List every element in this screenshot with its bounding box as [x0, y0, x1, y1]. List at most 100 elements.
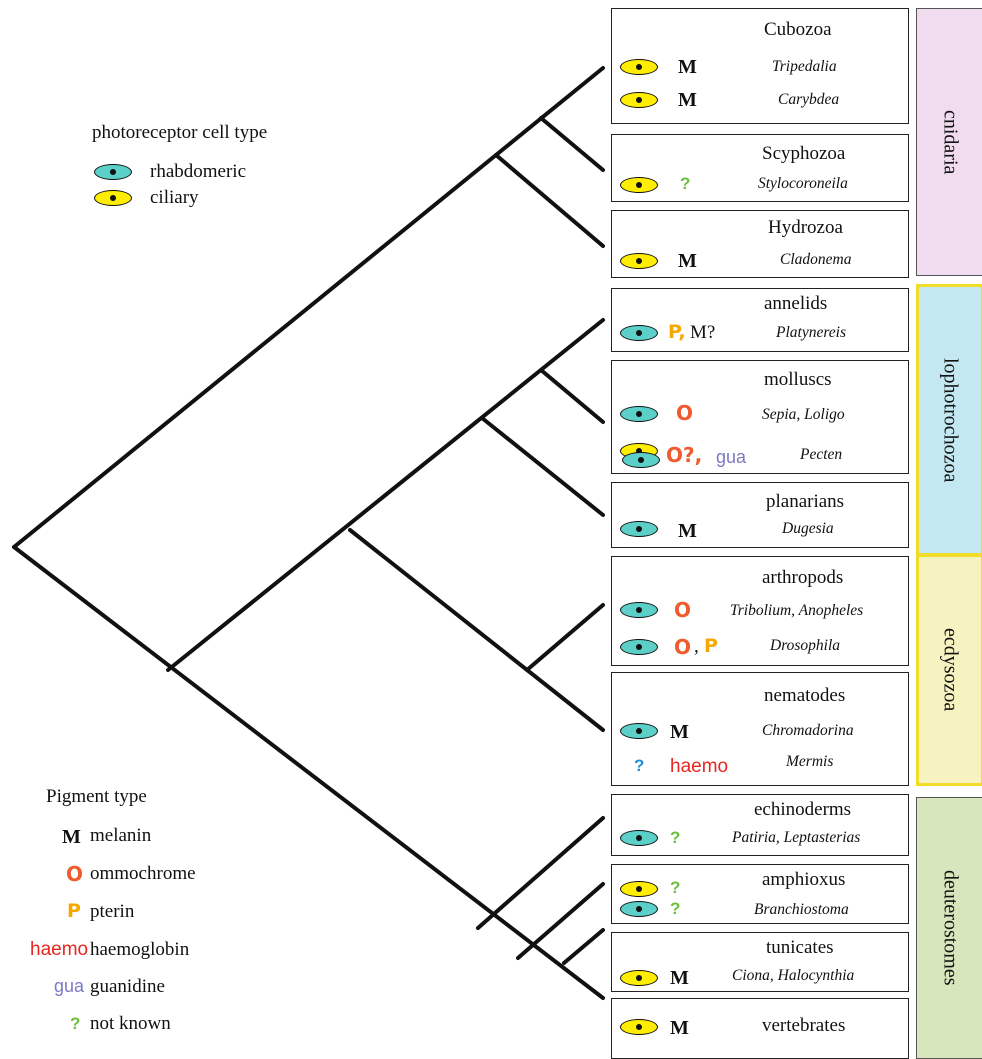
- taxon-box-amphioxus: amphioxus ? ? Branchiostoma: [611, 864, 909, 924]
- species-name: Branchiostoma: [754, 901, 849, 918]
- species-name: Tribolium, Anopheles: [730, 602, 864, 619]
- taxon-name: molluscs: [764, 369, 832, 390]
- ciliary-eye-icon: [620, 253, 658, 269]
- branch: [539, 368, 605, 424]
- group-ecdysozoa: ecdysozoa: [916, 554, 982, 786]
- rhabdomeric-eye-icon: [620, 901, 658, 917]
- pigment-not-known: ?: [670, 878, 681, 897]
- ciliary-eye-icon: [94, 190, 132, 206]
- taxon-box-planarians: planarians M Dugesia: [611, 482, 909, 548]
- ciliary-eye-icon: [620, 881, 658, 897]
- species-name: Sepia, Loligo: [762, 406, 845, 423]
- rhabdomeric-eye-icon: [622, 452, 660, 468]
- group-cnidaria: cnidaria: [916, 8, 982, 276]
- taxon-box-scyphozoa: Scyphozoa ? Stylocoroneila: [611, 134, 909, 202]
- species-name: Ciona, Halocynthia: [732, 967, 855, 984]
- pigment-ommochrome: O: [674, 598, 692, 622]
- taxon-name: echinoderms: [754, 799, 852, 820]
- taxon-box-molluscs: molluscs O Sepia, Loligo O?, gua Pecten: [611, 360, 909, 474]
- taxon-name: nematodes: [764, 685, 846, 706]
- group-lophotrochozoa: lophotrochozoa: [916, 284, 982, 556]
- taxon-box-vertebrates: M vertebrates: [611, 998, 909, 1059]
- taxon-box-nematodes: nematodes M Chromadorina ? haemo Mermis: [611, 672, 909, 786]
- species-name: Mermis: [786, 753, 834, 770]
- group-label-cnidaria: cnidaria: [939, 109, 962, 175]
- branch: [166, 318, 605, 672]
- species-name: Dugesia: [782, 520, 834, 537]
- rhabdomeric-eye-icon: [620, 602, 658, 618]
- pigment-not-known: ?: [680, 174, 691, 193]
- ciliary-eye-icon: [620, 92, 658, 108]
- species-name: Tripedalia: [772, 58, 837, 75]
- group-label-deuterostomes: deuterostomes: [939, 870, 962, 986]
- branch: [476, 816, 605, 930]
- branch: [12, 545, 605, 1000]
- taxon-box-arthropods: arthropods O Tribolium, Anopheles O , P …: [611, 556, 909, 666]
- taxon-box-hydrozoa: Hydrozoa M Cladonema: [611, 210, 909, 278]
- branch: [562, 928, 605, 965]
- pigment-pterin: P: [704, 635, 718, 657]
- group-label-lophotrochozoa: lophotrochozoa: [939, 357, 962, 483]
- rhabdomeric-eye-icon: [620, 830, 658, 846]
- taxon-name: Scyphozoa: [762, 143, 846, 164]
- species-name: Drosophila: [770, 637, 841, 654]
- legend-symbol-guanidine: gua: [54, 976, 85, 996]
- taxon-name: planarians: [766, 491, 845, 512]
- pigment-melanin: M: [670, 721, 689, 743]
- taxon-name: Cubozoa: [764, 19, 832, 40]
- rhabdomeric-eye-icon: [620, 521, 658, 537]
- pigment-melanin: M: [670, 967, 689, 989]
- legend-label-ciliary: ciliary: [150, 187, 199, 208]
- taxon-name: tunicates: [766, 937, 834, 958]
- legend-symbol-haemoglobin: haemo: [30, 939, 89, 960]
- pigment-melanin: M: [678, 89, 697, 111]
- taxon-name: arthropods: [762, 567, 844, 588]
- rhabdomeric-eye-icon: [620, 723, 658, 739]
- ciliary-eye-icon: [620, 59, 658, 75]
- taxon-box-annelids: annelids P, M? Platynereis: [611, 288, 909, 352]
- pigment-legend-title: Pigment type: [46, 786, 147, 807]
- taxon-box-tunicates: tunicates M Ciona, Halocynthia: [611, 932, 909, 992]
- pigment-melanin: M: [678, 250, 697, 272]
- species-name: Cladonema: [780, 251, 852, 268]
- branch: [539, 116, 605, 172]
- legend-label-guanidine: guanidine: [90, 976, 165, 997]
- photoreceptor-not-known: ?: [634, 756, 645, 775]
- taxon-name: annelids: [764, 293, 828, 314]
- species-name: Platynereis: [776, 324, 847, 341]
- legend-symbol-melanin: M: [62, 826, 81, 848]
- ciliary-eye-icon: [620, 177, 658, 193]
- pigment-melanin: M: [678, 520, 697, 542]
- legend-label-ommochrome: ommochrome: [90, 863, 196, 884]
- group-label-ecdysozoa: ecdysozoa: [939, 628, 962, 712]
- species-name: Patiria, Leptasterias: [732, 829, 861, 846]
- pigment-not-known: ?: [670, 899, 681, 918]
- pigment-melanin-uncertain: M?: [690, 322, 716, 343]
- rhabdomeric-eye-icon: [620, 325, 658, 341]
- taxon-name: Hydrozoa: [768, 217, 843, 238]
- ciliary-eye-icon: [620, 970, 658, 986]
- pigment-melanin: M: [670, 1017, 689, 1039]
- branch: [494, 153, 605, 248]
- pigment-ommochrome-uncertain: O?,: [666, 443, 703, 467]
- pigment-melanin: M: [678, 56, 697, 78]
- taxon-name: vertebrates: [762, 1015, 846, 1036]
- taxon-box-cubozoa: Cubozoa M Tripedalia M Carybdea: [611, 8, 909, 124]
- legend-label-not-known: not known: [90, 1013, 171, 1034]
- species-name: Stylocoroneila: [758, 175, 848, 192]
- rhabdomeric-eye-icon: [94, 164, 132, 180]
- legend-symbol-ommochrome: O: [66, 862, 84, 886]
- legend-label-haemoglobin: haemoglobin: [90, 939, 190, 960]
- pigment-guanidine: gua: [716, 447, 747, 467]
- legend-label-pterin: pterin: [90, 901, 135, 922]
- legend-label-melanin: melanin: [90, 825, 152, 846]
- taxon-name: amphioxus: [762, 869, 846, 890]
- ciliary-eye-icon: [620, 1019, 658, 1035]
- taxon-box-echinoderms: echinoderms ? Patiria, Leptasterias: [611, 794, 909, 856]
- legend-label-rhabdomeric: rhabdomeric: [150, 161, 247, 182]
- pigment-pterin: P,: [668, 321, 686, 343]
- species-name: Chromadorina: [762, 722, 854, 739]
- branch: [12, 66, 605, 549]
- pigment-ommochrome: O: [676, 401, 694, 425]
